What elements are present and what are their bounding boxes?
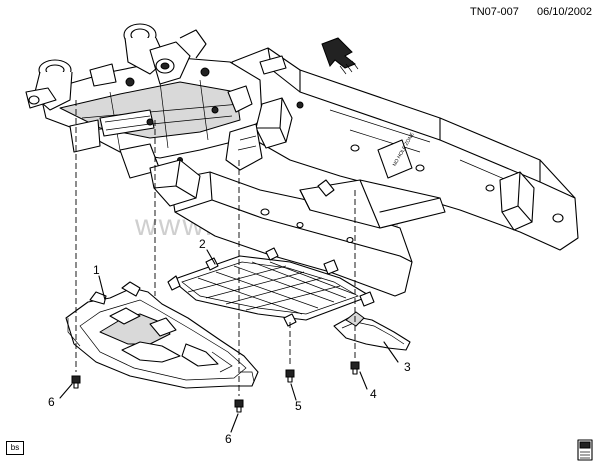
leader-lines [59, 249, 399, 433]
alignment-lines [75, 100, 356, 396]
right-spring-tower [123, 23, 207, 85]
callout-6-bottom: 6 [225, 432, 232, 446]
part-3-rear-shield [333, 311, 411, 351]
manual-book-icon [577, 439, 593, 461]
left-spring-tower [25, 59, 73, 111]
figure-code: TN07-007 [470, 6, 519, 18]
vehicle-frame: NO HOLE ZONE [25, 23, 579, 297]
section-badge: bs [6, 441, 24, 455]
callout-5: 5 [295, 399, 302, 413]
bolt-part-6-left [71, 375, 81, 389]
callout-1: 1 [93, 263, 100, 277]
figure-date: 06/10/2002 [537, 6, 592, 18]
part-2-skid-plate-frame [167, 247, 375, 327]
part-1-front-skid-plate [65, 281, 259, 389]
callout-3: 3 [404, 360, 411, 374]
bolt-part-4 [350, 361, 360, 375]
callout-2: 2 [199, 237, 206, 251]
callout-6-left: 6 [48, 395, 55, 409]
bolt-part-5 [285, 369, 295, 383]
callout-4: 4 [370, 387, 377, 401]
front-direction-arrow-icon [321, 37, 359, 75]
bolt-part-6-bottom [234, 399, 244, 413]
